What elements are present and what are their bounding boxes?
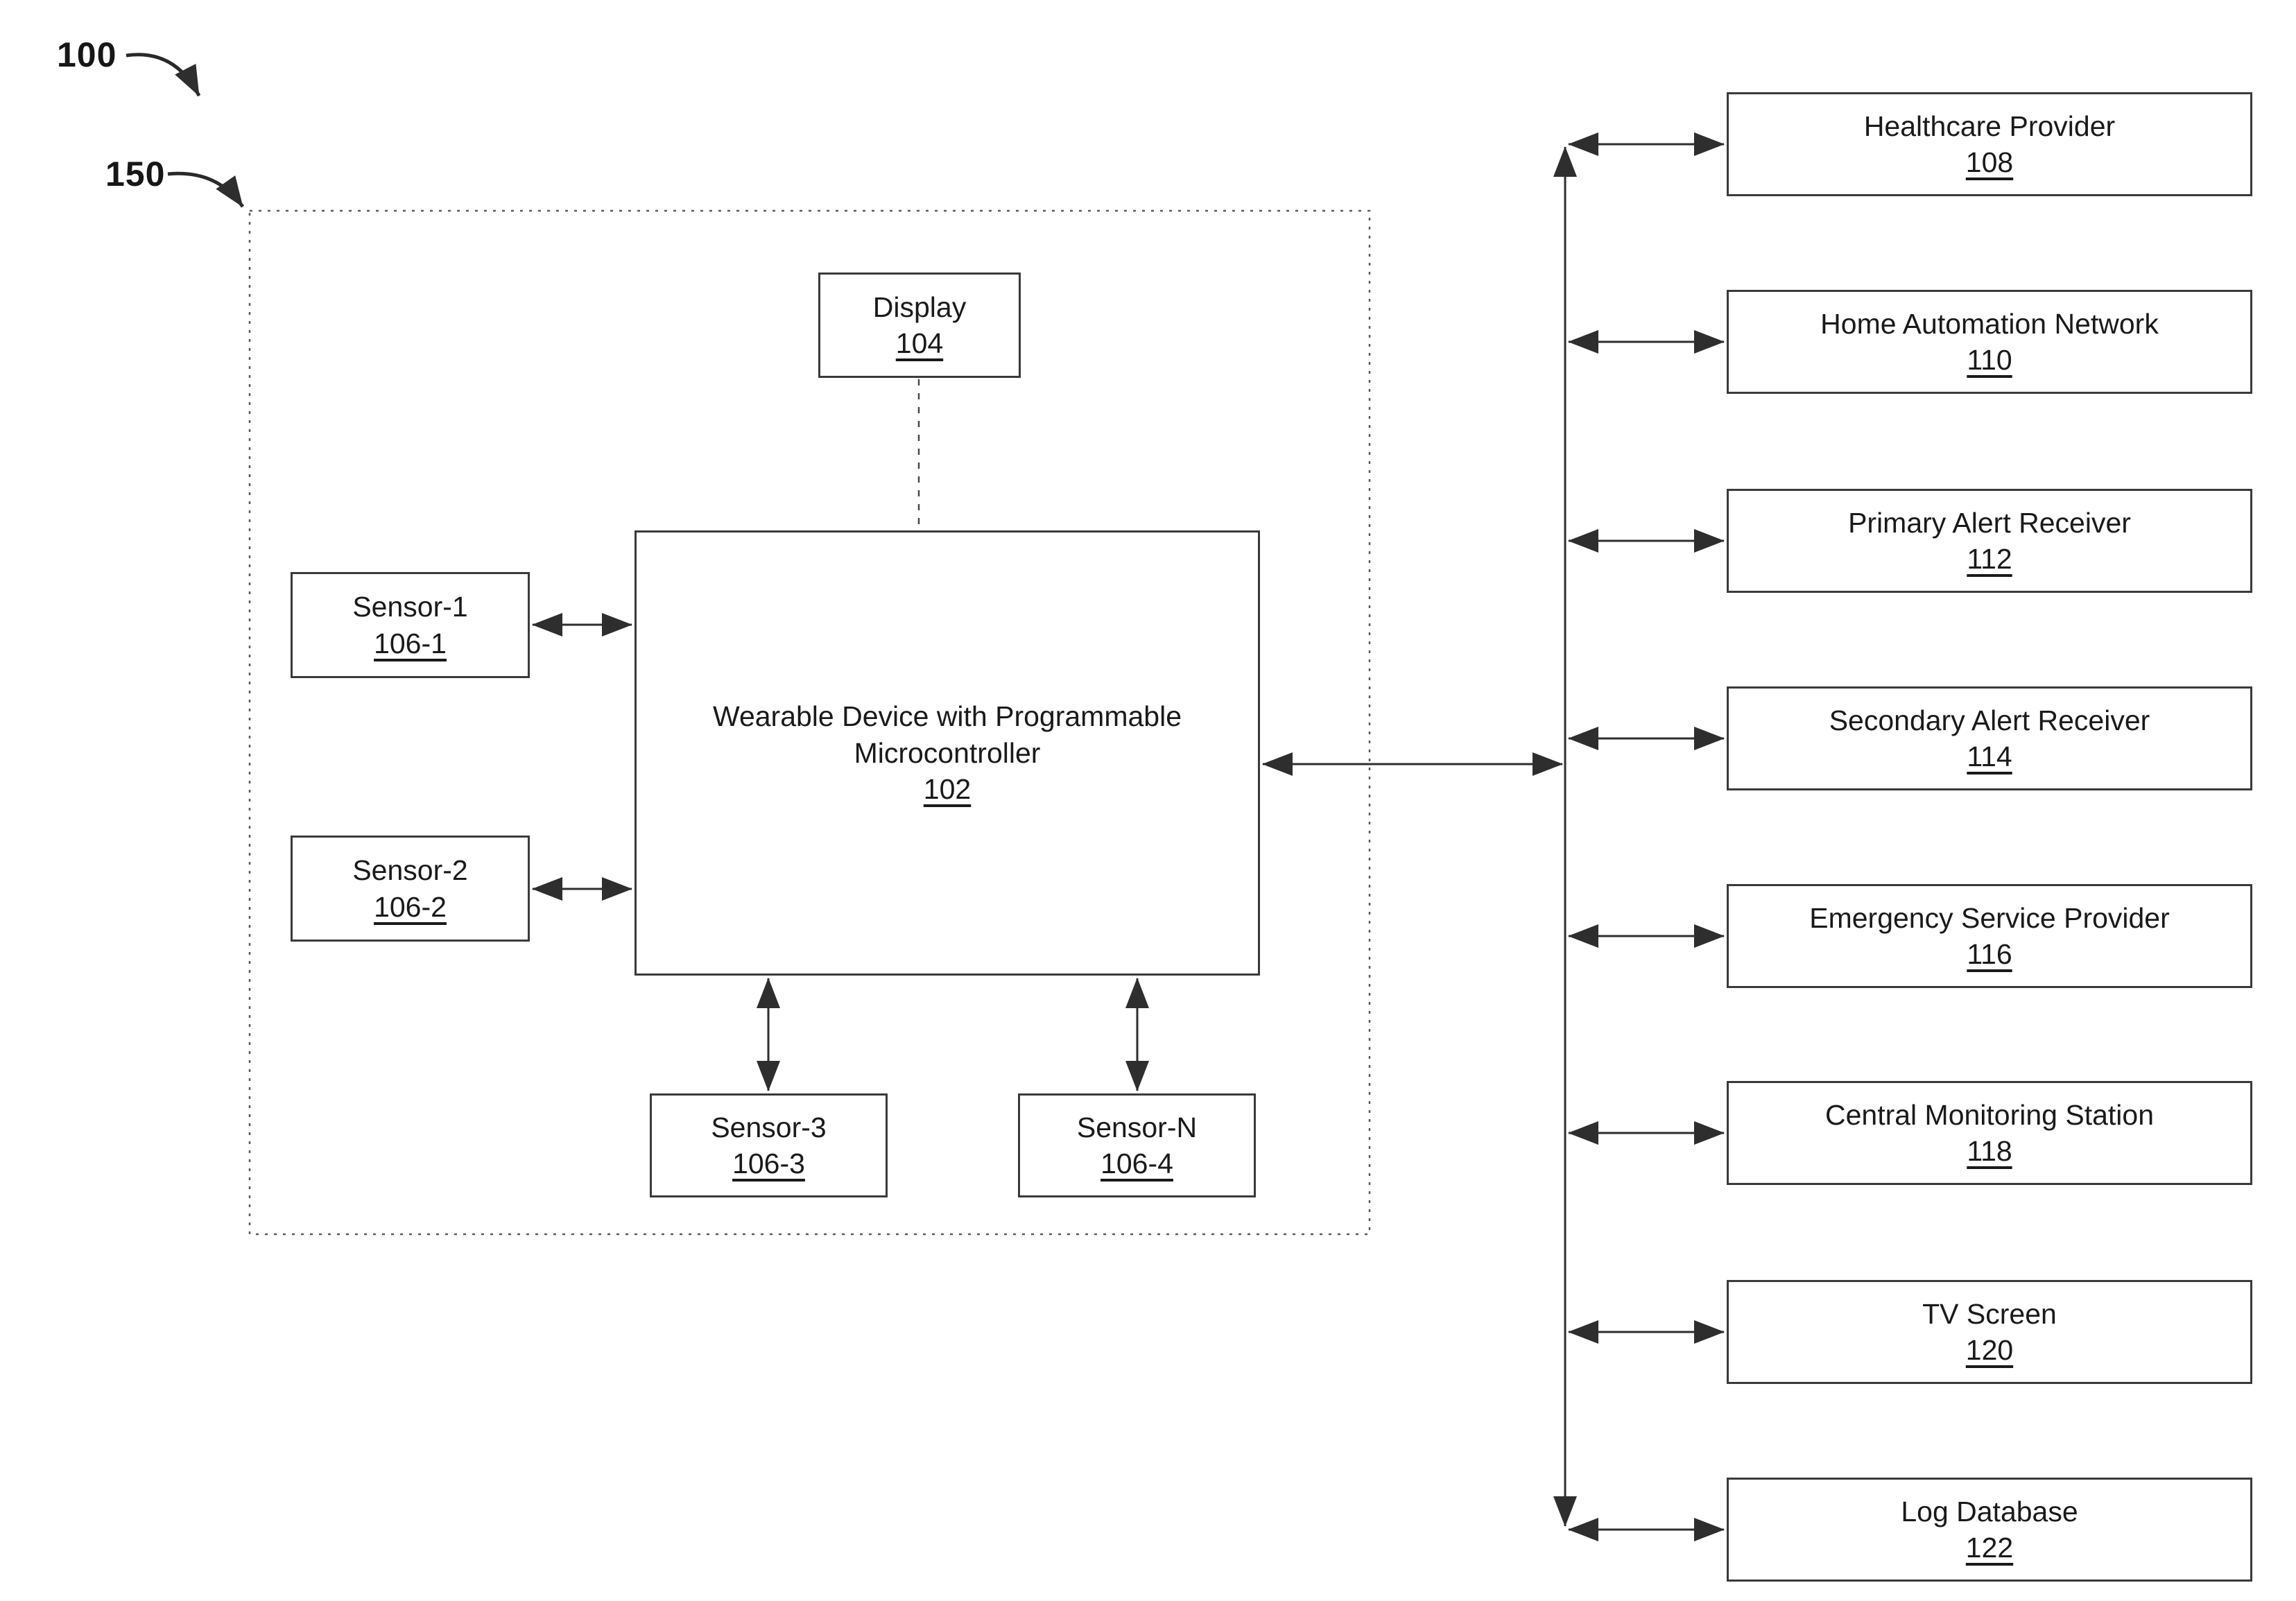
node-emergency-service-provider-label: Emergency Service Provider [1809, 901, 2170, 934]
sensor-1-box: Sensor-1 106-1 [291, 572, 530, 678]
display-ref: 104 [895, 327, 944, 359]
node-primary-alert-receiver-ref: 112 [1967, 543, 2012, 575]
dashed-boundary-150 [248, 209, 1371, 1236]
node-log-database-label: Log Database [1901, 1495, 2078, 1528]
figure-ref-arrow-100 [126, 53, 201, 97]
node-log-database: Log Database 122 [1727, 1478, 2252, 1582]
node-tv-screen-label: TV Screen [1922, 1297, 2057, 1330]
node-home-automation-network-label: Home Automation Network [1820, 307, 2159, 340]
wearable-device-label: Wearable Device with Programmable Microc… [712, 700, 1182, 769]
figure-ref-arrow-150 [167, 171, 245, 208]
figure-ref-label-100: 100 [57, 35, 117, 74]
node-secondary-alert-receiver-label: Secondary Alert Receiver [1829, 704, 2150, 736]
wearable-device-box: Wearable Device with Programmable Microc… [635, 530, 1260, 976]
sensor-n-ref: 106-4 [1100, 1148, 1173, 1179]
node-secondary-alert-receiver: Secondary Alert Receiver 114 [1727, 686, 2252, 790]
sensor-2-box: Sensor-2 106-2 [291, 836, 530, 942]
sensor-n-box: Sensor-N 106-4 [1018, 1093, 1256, 1197]
sensor-n-label: Sensor-N [1076, 1111, 1198, 1143]
sensor-3-label: Sensor-3 [711, 1111, 827, 1143]
node-home-automation-network: Home Automation Network 110 [1727, 290, 2252, 394]
display-box: Display 104 [818, 272, 1021, 378]
node-primary-alert-receiver: Primary Alert Receiver 112 [1727, 489, 2252, 593]
node-healthcare-provider-ref: 108 [1965, 146, 2014, 178]
wearable-device-ref: 102 [923, 773, 972, 806]
node-tv-screen-ref: 120 [1965, 1334, 2014, 1366]
node-central-monitoring-station: Central Monitoring Station 118 [1727, 1081, 2252, 1185]
node-healthcare-provider: Healthcare Provider 108 [1727, 92, 2252, 196]
system-ref-label-150: 150 [105, 155, 166, 193]
sensor-2-ref: 106-2 [374, 890, 447, 923]
node-emergency-service-provider: Emergency Service Provider 116 [1727, 884, 2252, 988]
node-secondary-alert-receiver-ref: 114 [1967, 741, 2012, 772]
node-central-monitoring-station-ref: 118 [1967, 1135, 2012, 1167]
node-healthcare-provider-label: Healthcare Provider [1863, 110, 2116, 142]
sensor-3-ref: 106-3 [732, 1148, 805, 1179]
display-label: Display [872, 291, 967, 323]
sensor-3-box: Sensor-3 106-3 [650, 1093, 888, 1197]
sensor-1-label: Sensor-1 [352, 591, 468, 623]
node-tv-screen: TV Screen 120 [1727, 1280, 2252, 1384]
node-emergency-service-provider-ref: 116 [1967, 938, 2012, 970]
node-log-database-ref: 122 [1965, 1532, 2014, 1564]
node-home-automation-network-ref: 110 [1967, 344, 2012, 376]
node-central-monitoring-station-label: Central Monitoring Station [1824, 1098, 2155, 1131]
sensor-1-ref: 106-1 [374, 627, 447, 659]
sensor-2-label: Sensor-2 [352, 854, 468, 887]
node-primary-alert-receiver-label: Primary Alert Receiver [1848, 506, 2131, 539]
